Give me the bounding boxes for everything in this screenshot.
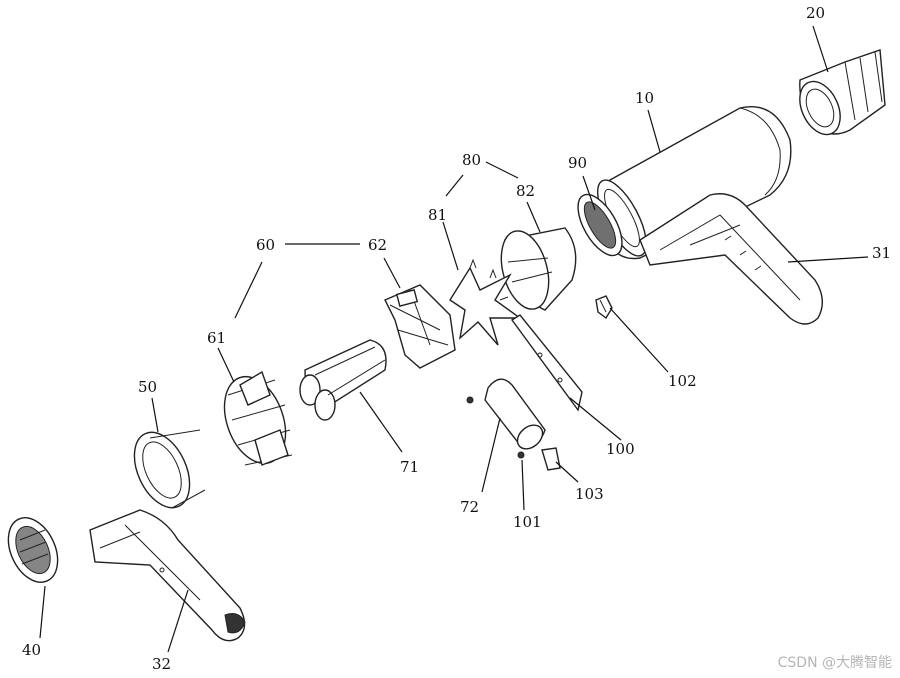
part-103-switch [541, 447, 561, 471]
label-50: 50 [138, 378, 157, 396]
label-20: 20 [806, 4, 825, 22]
part-31-handle [639, 193, 823, 325]
label-61: 61 [207, 329, 226, 347]
label-81: 81 [428, 206, 447, 224]
label-102: 102 [668, 372, 697, 390]
label-103: 103 [575, 485, 604, 503]
part-40-end-cap [7, 517, 59, 583]
label-10: 10 [635, 89, 654, 107]
part-62-bracket [384, 284, 456, 369]
part-72-cylinder [466, 378, 546, 450]
label-101: 101 [513, 513, 542, 531]
label-62: 62 [368, 236, 387, 254]
part-50-ring [133, 429, 206, 509]
label-60: 60 [256, 236, 275, 254]
label-40: 40 [22, 641, 41, 659]
label-72: 72 [460, 498, 479, 516]
part-labels: 20 10 31 90 80 82 81 60 62 61 50 71 100 … [22, 4, 891, 673]
label-31: 31 [872, 244, 891, 262]
part-81-star-impeller [449, 258, 523, 346]
part-100-circuit-strip [510, 314, 583, 412]
leader-lines [39, 25, 869, 653]
label-90: 90 [568, 154, 587, 172]
part-71-battery-pack [299, 339, 387, 421]
part-32-lower-handle [89, 509, 246, 642]
part-102-clip [595, 295, 613, 320]
part-90-filter [577, 193, 623, 257]
label-71: 71 [400, 458, 419, 476]
label-100: 100 [606, 440, 635, 458]
watermark-text: CSDN @大腾智能 [777, 655, 892, 671]
part-61-impeller [223, 370, 293, 466]
part-20-nozzle [799, 49, 886, 136]
label-82: 82 [516, 182, 535, 200]
label-32: 32 [152, 655, 171, 673]
part-82-cone-housing [500, 227, 577, 311]
label-80: 80 [462, 151, 481, 169]
part-101-screw [517, 451, 525, 459]
